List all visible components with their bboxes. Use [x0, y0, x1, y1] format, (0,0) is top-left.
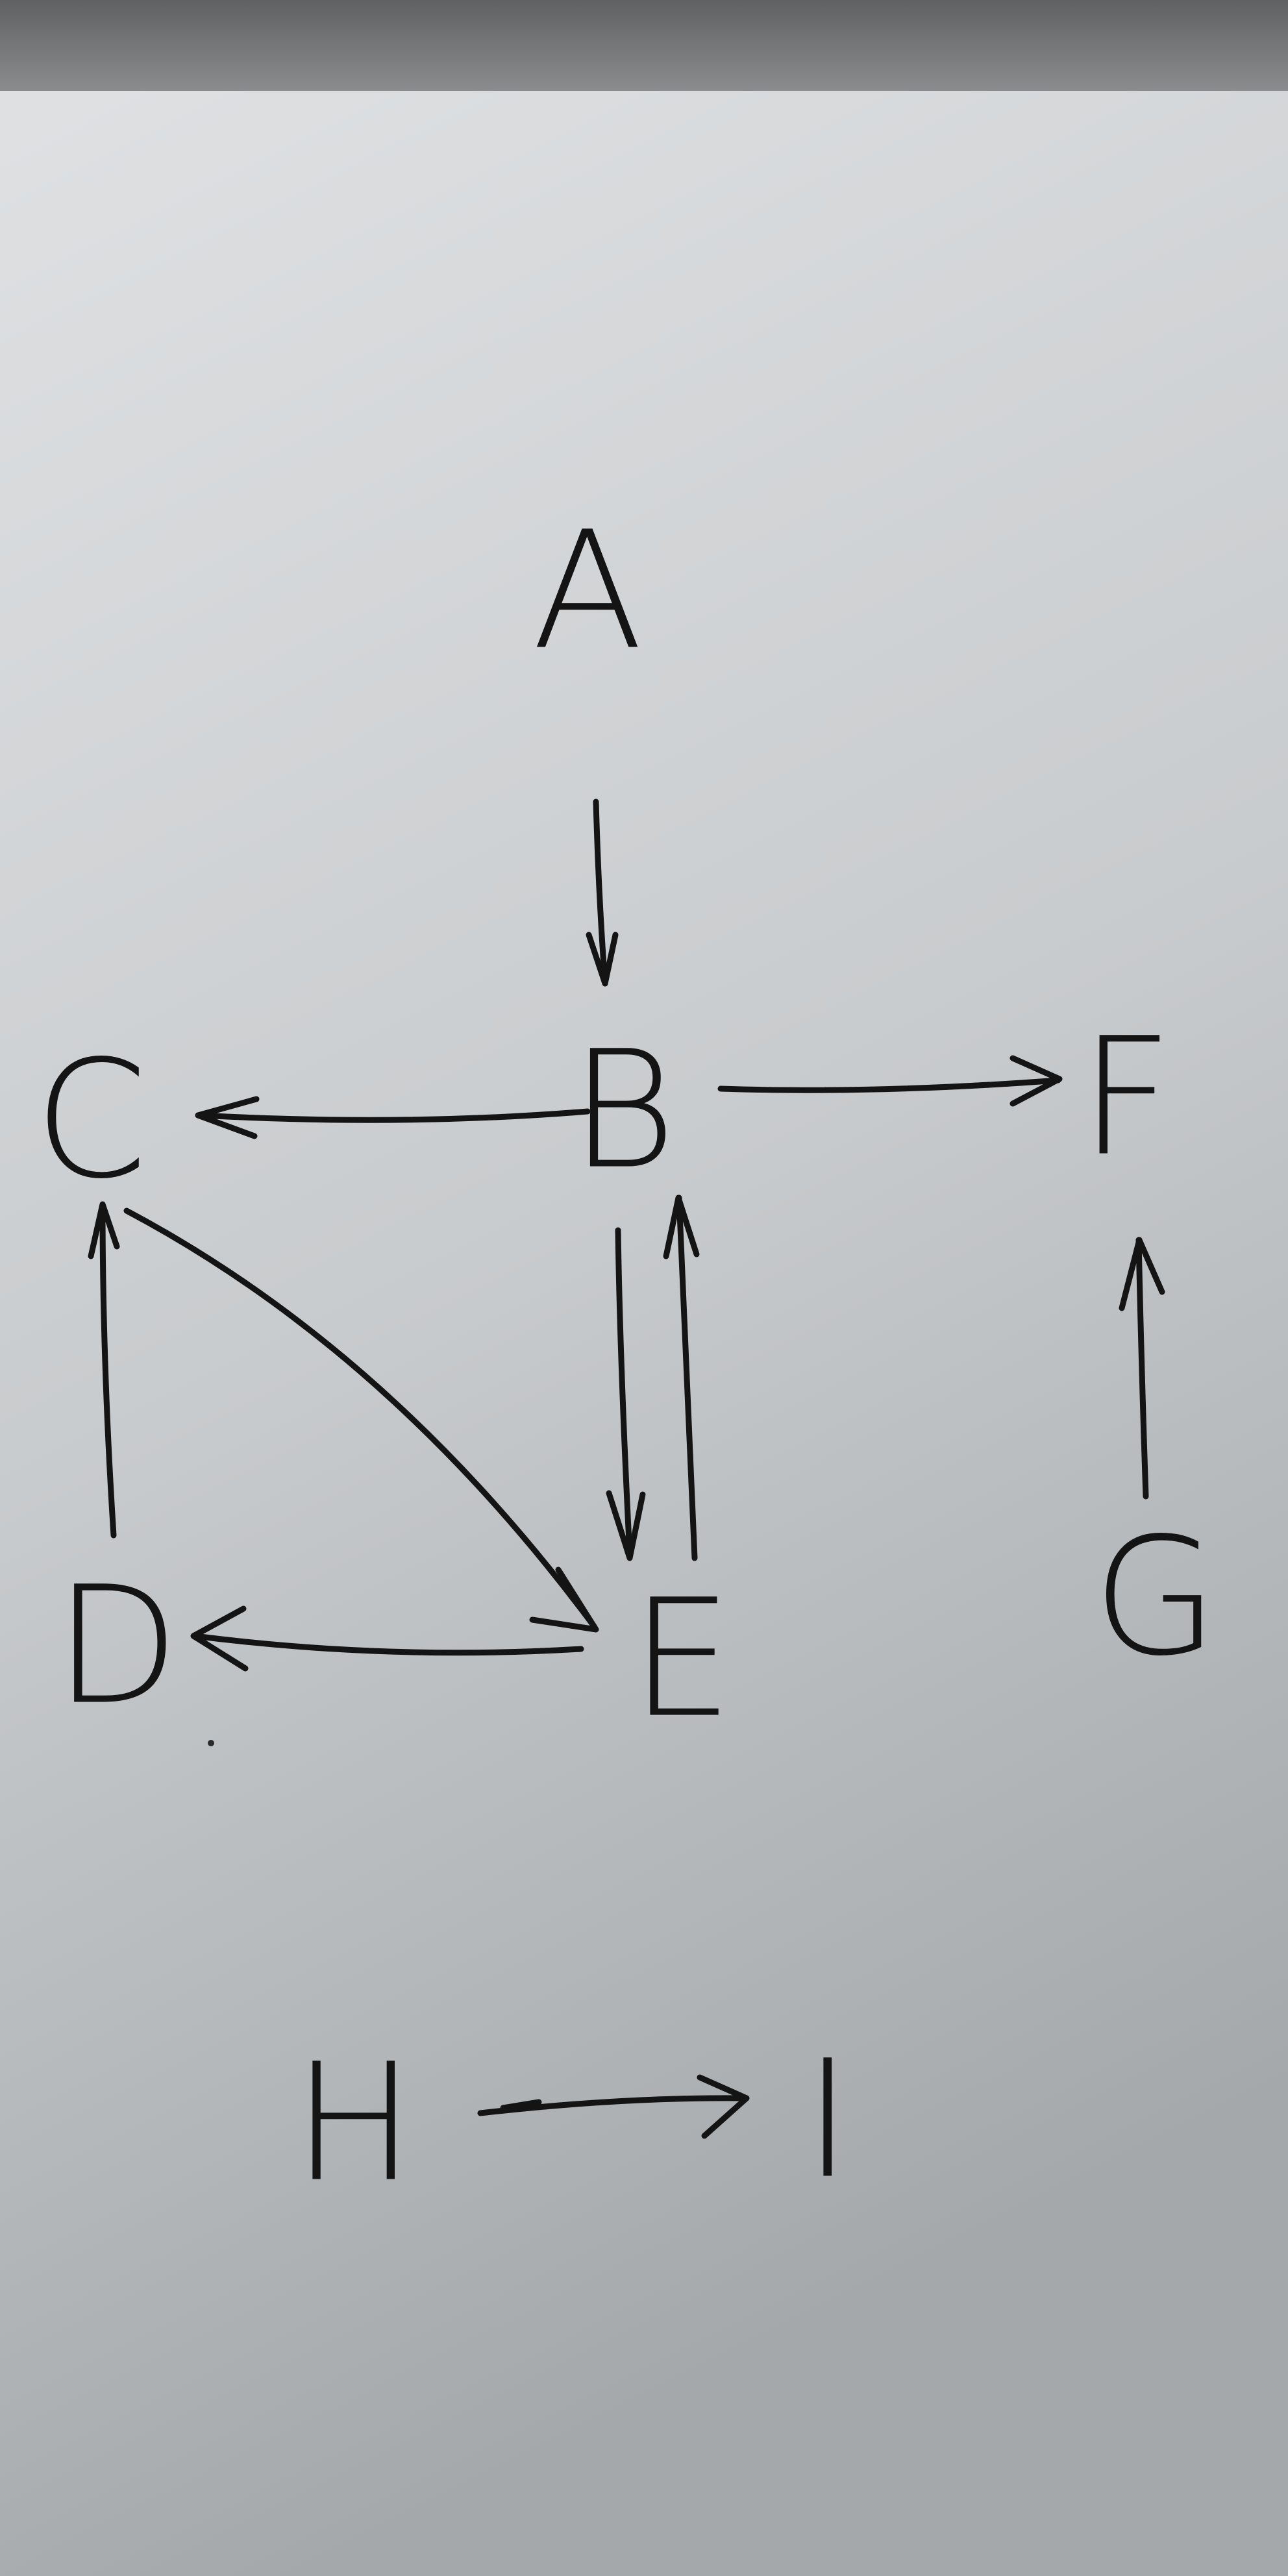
edge-b-to-c: [195, 1096, 591, 1139]
edge-d-to-c: [88, 1201, 120, 1539]
node-g: G: [1093, 1503, 1219, 1692]
edge-g-to-f: [1119, 1237, 1165, 1500]
node-d: D: [55, 1552, 180, 1740]
backdrop-strip: [0, 0, 1288, 91]
node-a: A: [532, 497, 643, 686]
edge-c-to-e: [123, 1208, 599, 1633]
edge-a-to-b: [586, 799, 619, 987]
node-i: I: [804, 2025, 852, 2214]
node-f: F: [1080, 1003, 1173, 1192]
edge-h-to-i: [477, 2074, 750, 2139]
edge-b-to-e: [606, 1227, 646, 1561]
node-c: C: [34, 1026, 148, 1215]
node-h: H: [293, 2029, 415, 2218]
edge-e-to-b: [663, 1195, 700, 1561]
node-e: E: [630, 1565, 733, 1753]
edge-e-to-d: [190, 1605, 584, 1672]
edge-b-to-f: [717, 1055, 1063, 1107]
paper-speck: [208, 1740, 214, 1746]
